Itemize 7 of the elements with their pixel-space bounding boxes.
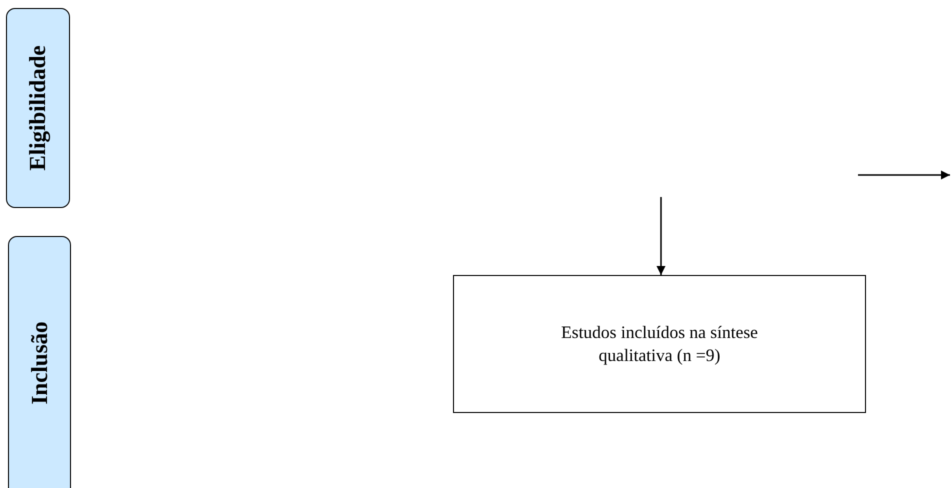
stage-label: Inclusão xyxy=(26,320,52,404)
stage-label: Eligibilidade xyxy=(25,45,51,171)
process-box xyxy=(453,275,866,413)
stage-label-band xyxy=(6,8,70,208)
stage-label-band xyxy=(8,236,71,488)
box-text: Estudos incluídos na síntese qualitativa (n =9) xyxy=(560,321,759,367)
arrow xyxy=(656,197,666,275)
